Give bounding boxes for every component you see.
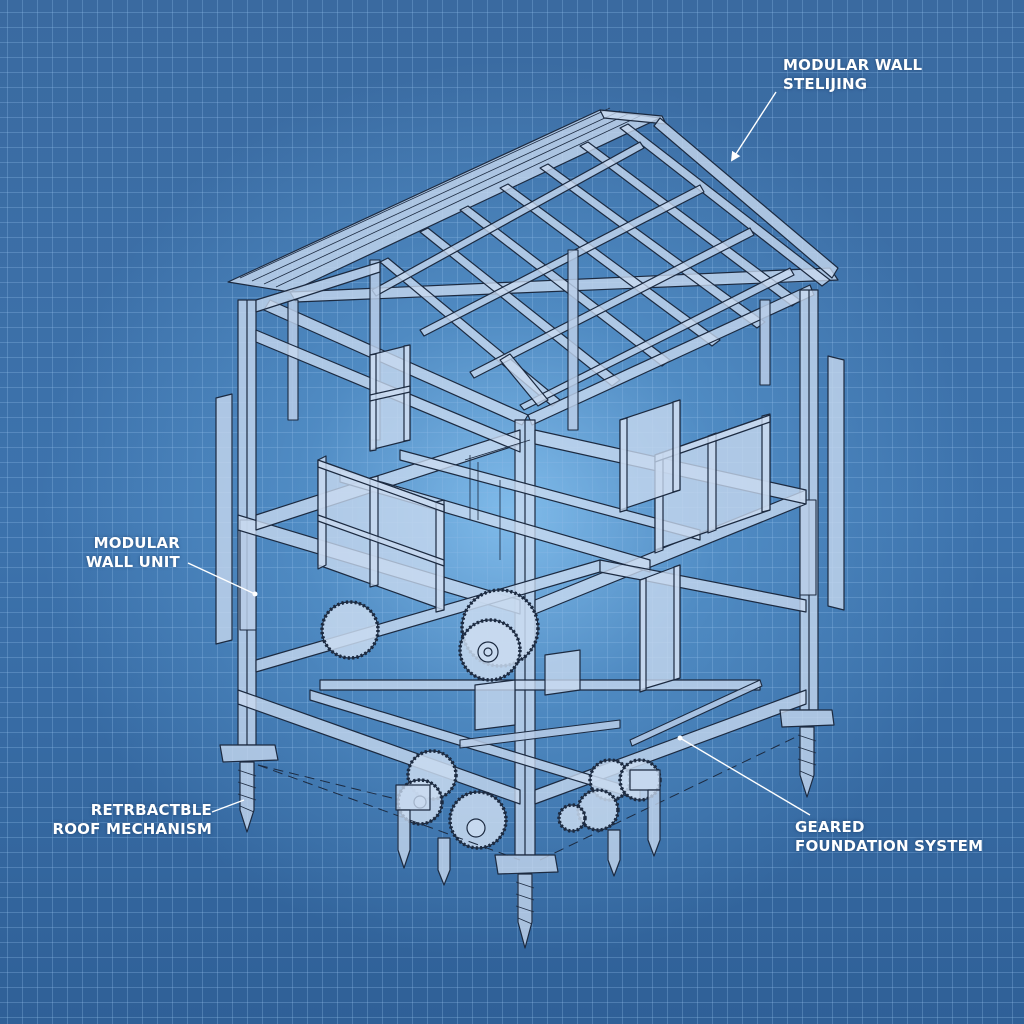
label-line: FOUNDATION SYSTEM xyxy=(795,837,984,855)
leader-lines xyxy=(187,91,811,816)
leader-bottom-right-dot xyxy=(677,735,683,741)
label-line: RETRBACTBLE xyxy=(90,801,212,819)
label-line: MODULAR xyxy=(93,534,180,552)
gear-left-upper xyxy=(320,600,380,660)
screw-pile-center xyxy=(515,873,535,949)
roof-frame xyxy=(227,107,839,426)
label-retractable-roof: RETRBACTBLE ROOF MECHANISM xyxy=(40,801,212,839)
label-line: MODULAR WALL xyxy=(783,56,923,74)
modular-wall-panels xyxy=(317,344,771,693)
gear-main-upper xyxy=(458,588,540,682)
label-geared-foundation: GEARED FOUNDATION SYSTEM xyxy=(795,818,983,856)
gear-assemblies xyxy=(320,588,662,850)
screw-pile-inner-4 xyxy=(647,789,661,857)
label-modular-wall-top: MODULAR WALL STELIJING xyxy=(783,56,922,94)
screw-pile-inner-3 xyxy=(607,829,621,877)
leader-mid-left-dot xyxy=(252,591,258,597)
leader-bottom-left xyxy=(211,799,245,813)
leader-top-right xyxy=(730,91,777,162)
window-panel-front-left xyxy=(317,455,445,613)
label-line: STELIJING xyxy=(783,75,868,93)
label-line: WALL UNIT xyxy=(85,553,180,571)
screw-pile-foundation xyxy=(219,709,835,949)
window-panel-right-back xyxy=(619,399,681,513)
screw-pile-inner-1 xyxy=(397,809,411,869)
door-panel xyxy=(639,564,681,693)
label-line: ROOF MECHANISM xyxy=(52,820,212,838)
label-line: GEARED xyxy=(795,818,865,836)
screw-pile-left xyxy=(237,761,257,833)
label-modular-wall-unit: MODULAR WALL UNIT xyxy=(80,534,180,572)
screw-pile-right xyxy=(797,726,817,798)
leader-mid-left xyxy=(187,562,256,595)
window-panel-back-left xyxy=(369,344,411,452)
leader-bottom-right xyxy=(679,737,811,816)
screw-pile-inner-2 xyxy=(437,837,451,886)
